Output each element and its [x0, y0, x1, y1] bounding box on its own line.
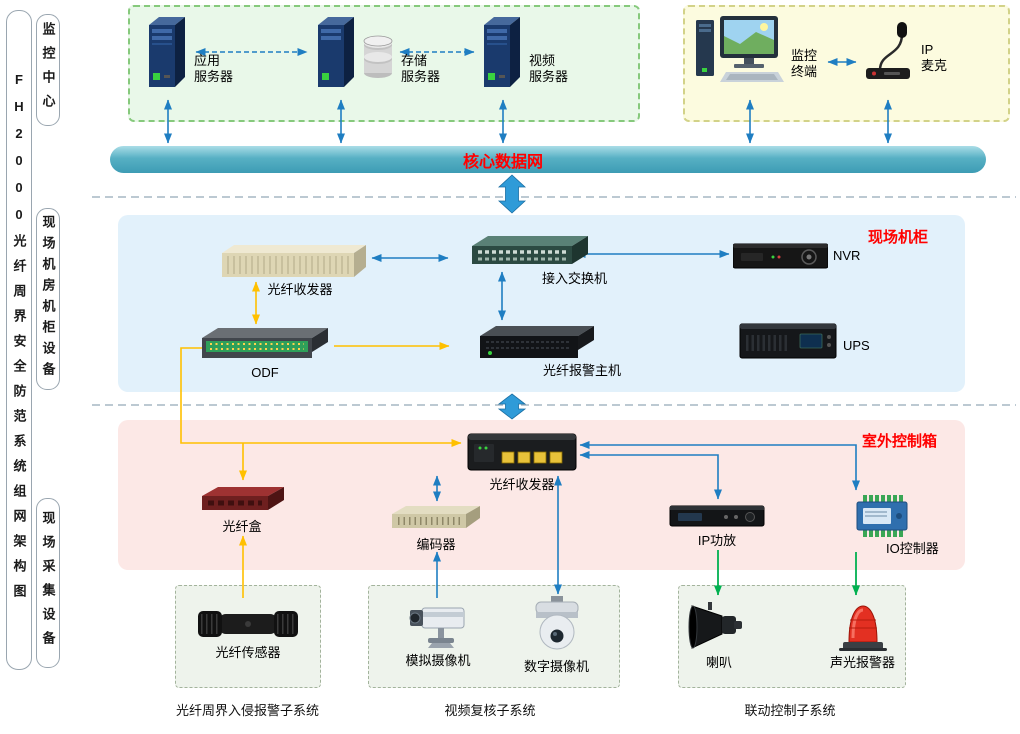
ups-icon — [739, 323, 837, 359]
cabinet-fiber-transceiver: 光纤收发器 — [218, 243, 368, 297]
ups-label: UPS — [843, 337, 870, 353]
speaker-label: 喇叭 — [705, 655, 732, 670]
ip-mic-icon — [866, 22, 910, 79]
odf: ODF — [200, 326, 330, 380]
ups: UPS — [738, 320, 870, 362]
video-server-icon — [484, 17, 520, 87]
speaker-icon — [688, 602, 742, 649]
trunk-core-cabinet — [497, 174, 527, 214]
core-network-label: 核心数据网 — [462, 153, 543, 171]
encoder: 编码器 — [390, 504, 482, 552]
workstation-icon — [696, 16, 784, 82]
linkage-subsystem-label: 联动控制子系统 — [744, 703, 836, 718]
cabinet-fiber-transceiver-label: 光纤收发器 — [267, 282, 333, 297]
fiber-alarm-host-label: 光纤报警主机 — [543, 363, 622, 378]
fiber-subsystem-box — [175, 585, 321, 688]
trunk-cabinet-outdoor — [497, 393, 527, 420]
access-switch-label: 接入交换机 — [542, 271, 608, 286]
ip-amplifier-icon — [669, 505, 765, 527]
app-server-icon — [149, 17, 185, 87]
odf-label: ODF — [251, 365, 279, 380]
fiber-subsystem-label: 光纤周界入侵报警子系统 — [175, 703, 319, 718]
nvr-label: NVR — [833, 247, 861, 263]
fiber-box: 光纤盒 — [198, 484, 286, 534]
nvr: NVR — [733, 240, 860, 272]
fiber-sensor: 光纤传感器 — [192, 606, 304, 660]
alarm-host-icon — [480, 326, 594, 358]
fiber-sensor-label: 光纤传感器 — [215, 645, 281, 660]
core-network-bar: 核心数据网 — [110, 146, 986, 173]
encoder-label: 编码器 — [416, 537, 456, 552]
section-label-monitoring-center: 监控中心 — [36, 14, 60, 126]
io-controller-icon — [856, 495, 908, 537]
sound-light-alarm: 声光报警器 — [830, 598, 895, 670]
storage-server-icon — [318, 17, 393, 87]
cabinet-zone-label: 现场机柜 — [868, 229, 929, 246]
digital-camera: 数字摄像机 — [524, 596, 589, 674]
encoder-icon — [392, 506, 480, 528]
outdoor-zone-label: 室外控制箱 — [862, 433, 938, 450]
section-label-field-cabinet-room: 现场机房机柜设备 — [36, 208, 60, 390]
diagram-title: FH2000光纤周界安全防范系统组网架构图 — [6, 10, 32, 670]
digital-camera-label: 数字摄像机 — [524, 659, 590, 674]
analog-camera-label: 模拟摄像机 — [405, 653, 471, 668]
storage-server: 存储 服务器 — [312, 13, 440, 93]
switch-icon — [471, 236, 588, 264]
sound-light-alarm-icon — [838, 605, 887, 651]
access-switch: 接入交换机 — [452, 234, 607, 286]
ip-amplifier: IP功放 — [668, 502, 766, 548]
sound-light-alarm-label: 声光报警器 — [830, 655, 896, 670]
analog-camera-icon — [409, 607, 465, 648]
app-server: 应用 服务器 — [143, 13, 233, 93]
video-server-label: 视频 服务器 — [529, 53, 569, 84]
io-controller-label: IO控制器 — [886, 541, 939, 556]
fiber-alarm-host: 光纤报警主机 — [453, 324, 621, 378]
fiber-box-icon — [202, 487, 284, 510]
monitoring-terminal-label: 监控 终端 — [791, 48, 818, 79]
fiber-transceiver-rack-icon — [222, 245, 366, 277]
outdoor-transceiver-icon — [467, 433, 577, 471]
fiber-box-label: 光纤盒 — [222, 519, 262, 534]
speaker: 喇叭 — [688, 600, 750, 670]
ip-mic: IP 麦克 — [860, 18, 947, 82]
analog-camera: 模拟摄像机 — [402, 600, 474, 668]
nvr-icon — [733, 243, 828, 269]
video-subsystem-label: 视频复核子系统 — [444, 703, 536, 718]
video-subsystem-box — [368, 585, 620, 688]
monitoring-terminal: 监控 终端 — [694, 10, 817, 88]
app-server-label: 应用 服务器 — [194, 53, 234, 84]
fiber-sensor-icon — [198, 611, 298, 637]
digital-camera-icon — [535, 596, 578, 650]
outdoor-fiber-transceiver: 光纤收发器 — [466, 428, 578, 492]
ip-mic-label: IP 麦克 — [921, 42, 948, 73]
section-label-field-collection: 现场采集设备 — [36, 498, 60, 668]
io-controller: IO控制器 — [826, 494, 939, 556]
outdoor-fiber-transceiver-label: 光纤收发器 — [489, 477, 555, 492]
ip-amplifier-label: IP功放 — [697, 533, 737, 548]
storage-server-label: 存储 服务器 — [401, 53, 441, 84]
video-server: 视频 服务器 — [478, 13, 568, 93]
odf-icon — [202, 328, 328, 358]
